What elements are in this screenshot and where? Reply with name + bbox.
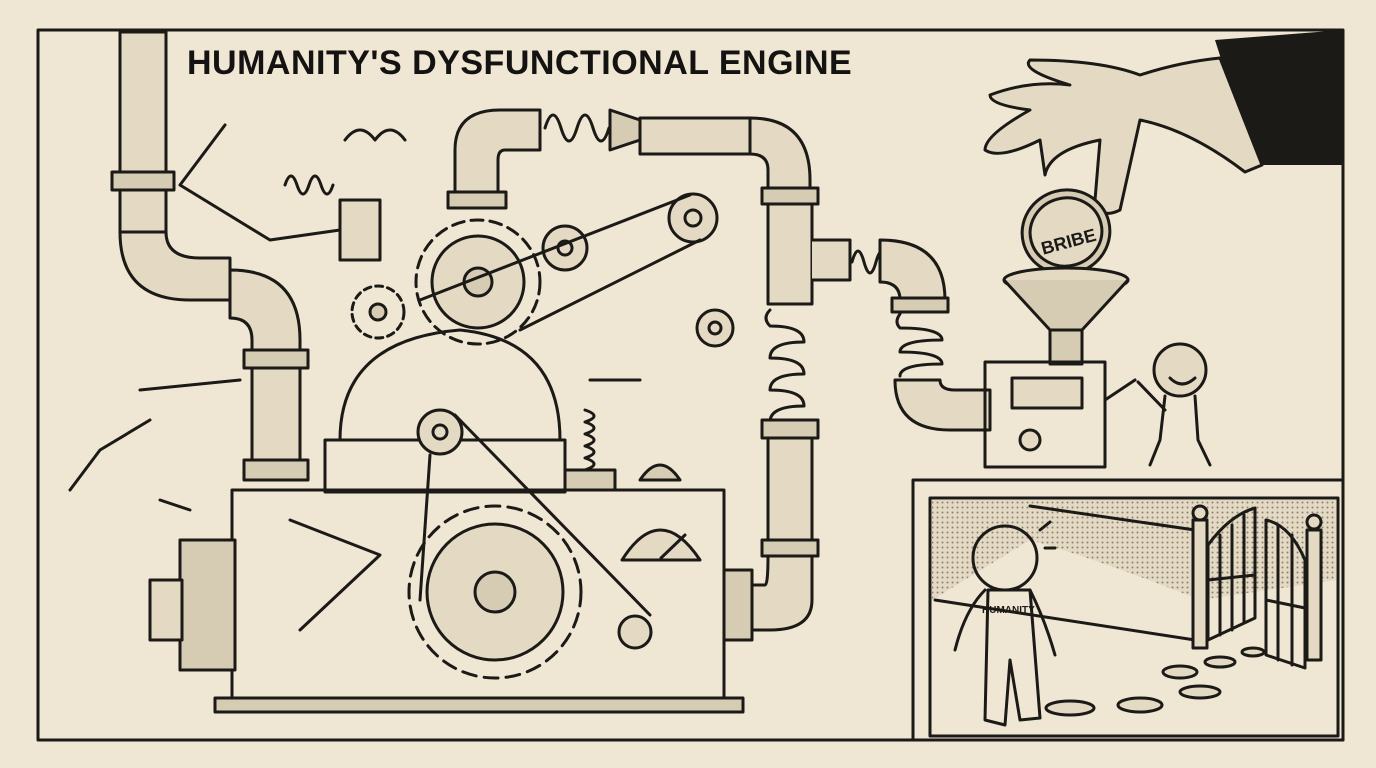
- hand-with-suit: [983, 30, 1343, 215]
- coin-trail: [1044, 646, 1266, 717]
- humanity-figure: HUMANITY: [953, 520, 1057, 727]
- levers: [68, 123, 642, 632]
- gauge-machine: [620, 528, 702, 562]
- child-figure: [1136, 342, 1212, 467]
- funnel: [1002, 266, 1130, 366]
- gear-top: [414, 218, 542, 346]
- gear-small: [350, 284, 406, 340]
- inset-panel: [911, 478, 1345, 742]
- pipe-left: [110, 30, 310, 482]
- pulleys: [416, 192, 735, 650]
- machine-body: [148, 328, 754, 714]
- title: HUMANITY'S DYSFUNCTIONAL ENGINE: [187, 44, 852, 82]
- control-box: [983, 360, 1137, 469]
- bribe-coin: BRIBE: [1020, 188, 1112, 276]
- outer-frame: [36, 28, 1345, 742]
- spring-center: [563, 408, 682, 492]
- pipe-top: [446, 108, 992, 632]
- figure-shirt-label: HUMANITY: [982, 605, 1035, 616]
- gear-large-bottom: [407, 504, 583, 680]
